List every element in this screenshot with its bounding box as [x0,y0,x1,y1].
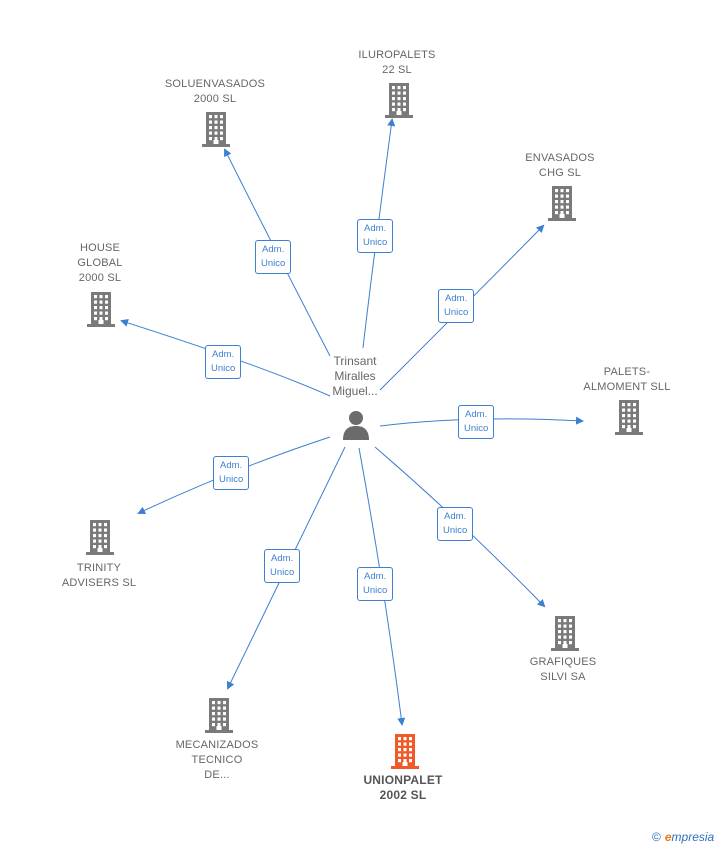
envasados-chg-label-line-1: ENVASADOS [525,152,595,164]
mecanizados-tecnico-label-line-2: TECNICO [191,754,243,766]
house-global-label[interactable]: HOUSE GLOBAL 2000 SL [35,241,165,286]
soluenvasados-label-line-1: SOLUENVASADOS [164,78,266,90]
trinity-advisers-label[interactable]: TRINITY ADVISERS SL [34,561,164,591]
house-global-label-line-2: GLOBAL [77,257,123,269]
soluenvasados-label[interactable]: SOLUENVASADOS 2000 SL [150,77,280,107]
empresia-brand[interactable]: ©empresia [652,830,714,844]
trinity-advisers-building-icon[interactable] [84,519,116,560]
role-badge-soluenvasados[interactable]: Adm. Unico [255,240,292,274]
person-name-line-2: Miralles [334,369,376,383]
role-badge-grafiques-silvi[interactable]: Adm. Unico [437,507,474,541]
mecanizados-tecnico-label-line-3: DE... [204,769,230,781]
role-badge-line-1: Adm. [212,349,235,360]
person-icon[interactable] [341,410,371,440]
mecanizados-tecnico-building-icon[interactable] [203,697,235,738]
person-name-line-1: Trinsant [333,354,377,368]
brand-name: mpresia [671,830,715,844]
soluenvasados-label-line-2: 2000 SL [193,93,237,105]
mecanizados-tecnico-label-line-1: MECANIZADOS [175,739,259,751]
grafiques-silvi-label-line-1: GRAFIQUES [529,656,597,668]
envasados-chg-building-icon[interactable] [546,185,578,226]
envasados-chg-label[interactable]: ENVASADOS CHG SL [495,151,625,181]
role-badge-mecanizados-tecnico[interactable]: Adm. Unico [264,549,301,583]
role-badge-line-2: Unico [261,258,286,269]
role-badge-trinity-advisers[interactable]: Adm. Unico [213,456,250,490]
role-badge-iluropalets[interactable]: Adm. Unico [357,219,394,253]
role-badge-line-2: Unico [219,474,244,485]
role-badge-unionpalet[interactable]: Adm. Unico [357,567,394,601]
palets-almoment-building-icon[interactable] [613,399,645,440]
trinity-advisers-label-line-2: ADVISERS SL [61,577,137,589]
house-global-building-icon[interactable] [85,291,117,332]
palets-almoment-label-line-2: ALMOMENT SLL [583,381,671,393]
house-global-label-line-1: HOUSE [79,242,121,254]
role-badge-line-2: Unico [443,525,468,536]
role-badge-line-2: Unico [444,307,469,318]
role-badge-line-1: Adm. [364,223,387,234]
role-badge-line-1: Adm. [220,460,243,471]
role-badge-line-2: Unico [464,423,489,434]
brand-initial: e [664,830,672,844]
person-name-line-3: Miguel... [332,384,378,398]
unionpalet-building-icon[interactable] [389,733,421,774]
grafiques-silvi-label[interactable]: GRAFIQUES SILVI SA [498,655,628,685]
palets-almoment-label[interactable]: PALETS- ALMOMENT SLL [562,365,692,395]
grafiques-silvi-label-line-2: SILVI SA [540,671,586,683]
grafiques-silvi-building-icon[interactable] [549,615,581,656]
role-badge-house-global[interactable]: Adm. Unico [205,345,242,379]
role-badge-line-1: Adm. [444,511,467,522]
role-badge-line-2: Unico [363,585,388,596]
role-badge-line-2: Unico [363,237,388,248]
role-badge-line-1: Adm. [364,571,387,582]
role-badge-envasados-chg[interactable]: Adm. Unico [438,289,475,323]
house-global-label-line-3: 2000 SL [78,272,122,284]
person-label[interactable]: Trinsant Miralles Miguel... [300,354,410,399]
iluropalets-label-line-1: ILUROPALETS [358,49,436,61]
role-badge-palets-almoment[interactable]: Adm. Unico [458,405,495,439]
role-badge-line-1: Adm. [465,409,488,420]
role-badge-line-1: Adm. [271,553,294,564]
role-badge-line-1: Adm. [445,293,468,304]
iluropalets-label[interactable]: ILUROPALETS 22 SL [332,48,462,78]
iluropalets-label-line-2: 22 SL [382,64,412,76]
copyright-symbol: © [652,830,661,844]
envasados-chg-label-line-2: CHG SL [538,167,582,179]
unionpalet-label-line-2: 2002 SL [379,788,427,802]
unionpalet-label-line-1: UNIONPALET [363,773,443,787]
role-badge-line-2: Unico [270,567,295,578]
soluenvasados-building-icon[interactable] [200,111,232,152]
mecanizados-tecnico-label[interactable]: MECANIZADOS TECNICO DE... [152,738,282,783]
role-badge-line-2: Unico [211,363,236,374]
role-badge-line-1: Adm. [262,244,285,255]
palets-almoment-label-line-1: PALETS- [603,366,651,378]
trinity-advisers-label-line-1: TRINITY [76,562,122,574]
edge-house-global [120,319,331,397]
iluropalets-building-icon[interactable] [383,82,415,123]
